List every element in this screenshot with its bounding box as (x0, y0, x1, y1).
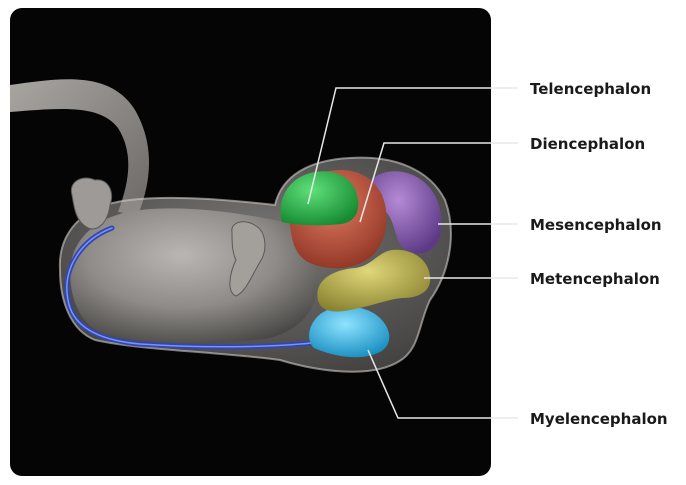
telencephalon-label: Telencephalon (530, 80, 651, 98)
diencephalon-label: Diencephalon (530, 135, 645, 153)
mesencephalon-label: Mesencephalon (530, 216, 662, 234)
myelencephalon-label: Myelencephalon (530, 410, 668, 428)
metencephalon-label: Metencephalon (530, 270, 660, 288)
